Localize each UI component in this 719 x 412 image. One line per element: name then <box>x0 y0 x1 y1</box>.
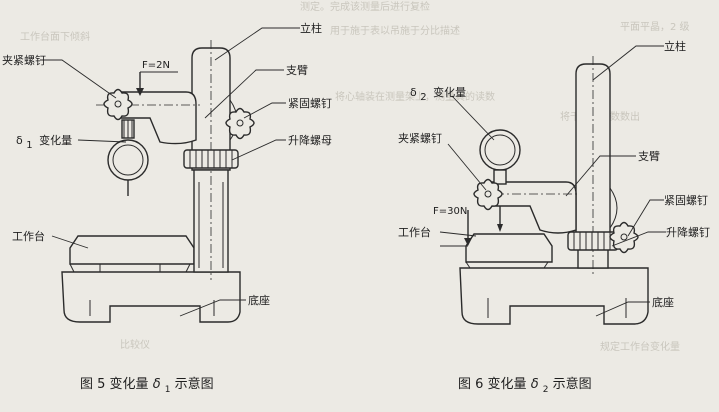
fig5-worktable <box>69 235 195 273</box>
fig5-caption-suffix: 示意图 <box>175 376 214 392</box>
fig6-clamp-screw <box>473 178 503 211</box>
fig6-label-column: 立柱 <box>664 39 686 53</box>
bg-text-7: 规定工作台变化量 <box>600 340 680 353</box>
fig6-variation-text: 变化量 <box>433 85 466 99</box>
fig5-clamp-screw <box>103 88 133 121</box>
fig5-indicator <box>107 119 149 196</box>
bg-text-1: 测定。完成该测量后进行复检 <box>300 0 430 13</box>
fig6-force-arrow <box>440 210 472 247</box>
fig6-column <box>575 56 611 274</box>
fig5-label-column: 立柱 <box>300 21 322 35</box>
fig5-label-base: 底座 <box>248 293 270 307</box>
fig5-variation-sub: 1 <box>26 140 32 151</box>
bg-text-2: 工作台面下倾斜 <box>20 30 90 43</box>
fig5-label-lift-nut: 升降螺母 <box>288 133 332 147</box>
fig6-caption: 图 6 变化量 δ 2 示意图 <box>458 376 592 396</box>
fig5-label-worktable: 工作台 <box>12 229 45 243</box>
fig6-variation-sub: 2 <box>420 92 426 103</box>
fig6-variation-delta: δ <box>410 86 417 99</box>
fig6-fix-screw <box>609 221 639 254</box>
fig5-leaders <box>40 27 300 317</box>
fig5-force-label: F=2N <box>142 60 170 71</box>
fig5-caption: 图 5 变化量 δ 1 示意图 <box>80 376 214 396</box>
fig6-worktable <box>465 233 553 269</box>
fig5-label-variation: δ 1 变化量 <box>16 133 72 151</box>
fig6-label-worktable: 工作台 <box>398 225 431 239</box>
fig6-caption-sub: 2 <box>543 385 549 395</box>
fig5-caption-prefix: 图 5 变化量 <box>80 376 149 392</box>
fig6-leaders <box>439 45 666 317</box>
fig5-label-arm: 支臂 <box>286 64 308 77</box>
fig5-label-clamp-screw: 夹紧螺钉 <box>2 54 46 67</box>
fig6-label-variation: δ 2 变化量 <box>410 85 466 103</box>
fig5-caption-delta: δ <box>153 377 161 392</box>
fig6-force-label: F=30N <box>433 206 467 217</box>
fig6-arm <box>478 181 618 234</box>
fig5-variation-delta: δ <box>16 134 23 147</box>
fig6-indicator <box>479 129 521 232</box>
fig5-lift-nut <box>183 149 239 169</box>
bg-text-8: 比较仪 <box>120 338 150 351</box>
fig6-base <box>459 267 649 325</box>
fig5-base <box>61 271 241 323</box>
fig5-column <box>191 40 231 280</box>
fig6-label-clamp-screw: 夹紧螺钉 <box>398 132 442 145</box>
fig6-caption-prefix: 图 6 变化量 <box>458 376 527 392</box>
bg-text-4: 平面平晶，2 级 <box>620 21 690 33</box>
fig6-label-fix-screw: 紧固螺钉 <box>664 194 708 207</box>
bg-text-3: 用于施于表以吊施于分比描述 <box>330 24 460 37</box>
fig5-variation-text: 变化量 <box>39 133 72 147</box>
fig6-label-lift-screw: 升降螺钉 <box>666 225 710 239</box>
fig5-force-arrow <box>136 71 178 96</box>
fig6-label-base: 底座 <box>652 295 674 309</box>
fig5-caption-sub: 1 <box>165 385 171 395</box>
fig6-caption-delta: δ <box>531 377 539 392</box>
fig6-caption-suffix: 示意图 <box>553 376 592 392</box>
fig5-label-fix-screw: 紧固螺钉 <box>288 97 332 110</box>
fig6-label-arm: 支臂 <box>638 150 660 163</box>
